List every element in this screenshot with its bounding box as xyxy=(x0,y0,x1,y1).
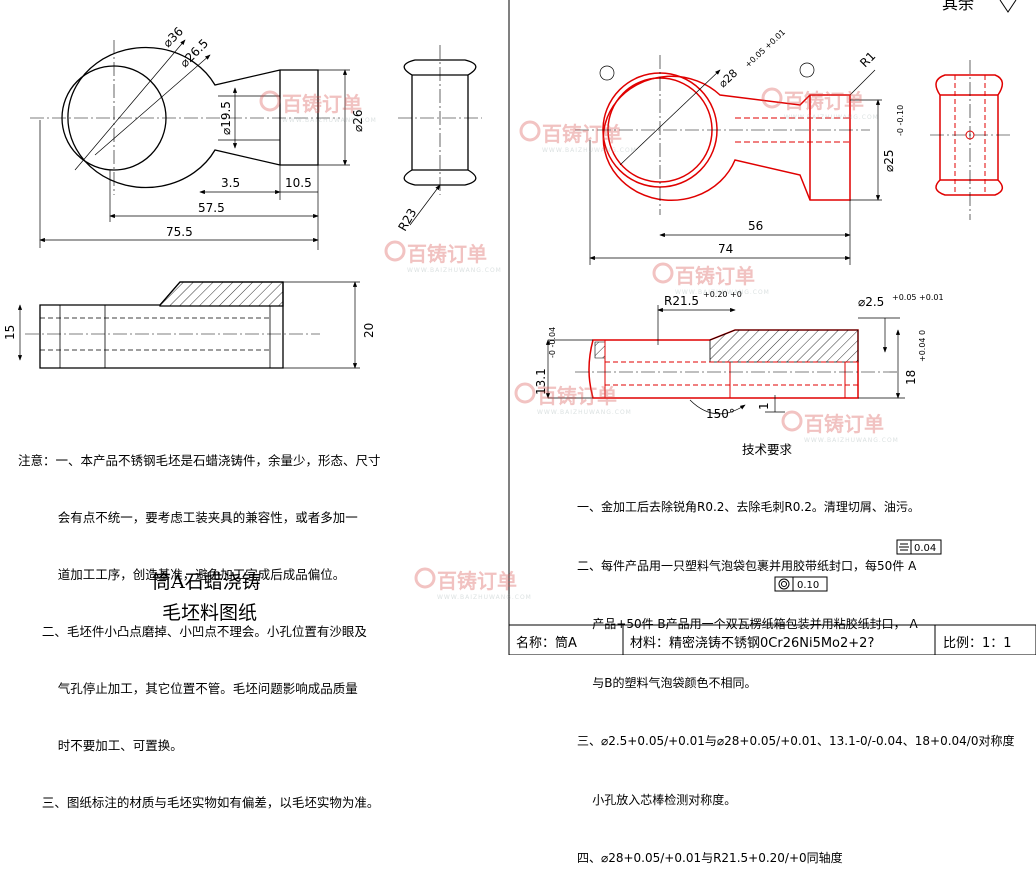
tb-name: 名称：筒A xyxy=(516,636,577,651)
dim-h20: 20 xyxy=(362,323,376,338)
dim-r215-tol: +0.20 +0 xyxy=(703,290,742,299)
dim-d28-tol: +0.05 +0.01 xyxy=(743,28,787,70)
drawing-sheet: ⌀36 ⌀26.5 ⌀19.5 ⌀26 3.5 10.5 57.5 75.5 R… xyxy=(3,0,1036,656)
note-line: 时不要加工、可置换。 xyxy=(18,738,183,753)
tech-line: 二、每件产品用一只塑料气泡袋包裹并用胶带纸封口，每50件 A xyxy=(577,558,917,573)
dim-d25h: ⌀2.5 xyxy=(858,295,884,309)
dim-l105: 10.5 xyxy=(285,176,312,190)
note-line: 会有点不统一，要考虑工装夹具的兼容性，或者多加一 xyxy=(18,510,358,525)
dim-l35: 3.5 xyxy=(221,176,240,190)
dim-d36: ⌀36 xyxy=(160,24,186,50)
coax-frame-value: 0.10 xyxy=(797,580,819,591)
tb-scale: 比例：1：1 xyxy=(943,636,1012,651)
tech-line: 四、⌀28+0.05/+0.01与R21.5+0.20/+0同轴度 xyxy=(577,851,843,865)
dim-l755: 75.5 xyxy=(166,225,193,239)
dim-l56: 56 xyxy=(748,219,763,233)
right-top-view xyxy=(602,72,851,202)
drawing-canvas: ⌀36 ⌀26.5 ⌀19.5 ⌀26 3.5 10.5 57.5 75.5 R… xyxy=(3,0,1036,656)
title-block-frame xyxy=(508,624,1036,656)
tech-line: 产品+50件 B产品用一个双瓦楞纸箱包装并用粘胶纸封口， A xyxy=(577,617,918,631)
dim-h18: 18 xyxy=(904,370,918,385)
tech-line: 与B的塑料气泡袋颜色不相同。 xyxy=(577,675,757,690)
tech-line: 三、⌀2.5+0.05/+0.01与⌀28+0.05/+0.01、13.1-0/… xyxy=(577,734,1015,748)
tb-material: 材料：精密浇铸不锈钢0Cr26Ni5Mo2+2? xyxy=(630,636,875,651)
coax-frame xyxy=(774,576,828,592)
dim-d26: ⌀26 xyxy=(351,110,365,133)
note-line: 三、图纸标注的材质与毛坯实物如有偏差，以毛坯实物为准。 xyxy=(18,795,380,810)
right-side-view xyxy=(935,74,1004,196)
dim-a150: 150° xyxy=(706,407,735,421)
left-title-2: 毛坯料图纸 xyxy=(162,602,258,624)
dim-r1: R1 xyxy=(857,49,878,70)
dim-h18-tol: +0.04 0 xyxy=(918,330,927,362)
dim-r23: R23 xyxy=(395,206,419,233)
dim-d25: ⌀25 xyxy=(882,150,896,173)
tech-block: 一、金加工后去除锐角R0.2、去除毛刺R0.2。清理切屑、油污。 二、每件产品用… xyxy=(577,459,1014,888)
tech-line: 小孔放入芯棒检测对称度。 xyxy=(577,792,737,807)
dim-h15: 15 xyxy=(3,325,17,340)
tech-line: 一、金加工后去除锐角R0.2、去除毛刺R0.2。清理切屑、油污。 xyxy=(577,500,920,514)
dim-r215: R21.5 xyxy=(664,294,699,308)
note-line: 注意：一、本产品不锈钢毛坯是石蜡浇铸件，余量少，形态、尺寸 xyxy=(18,453,381,468)
tech-title: 技术要求 xyxy=(742,442,793,457)
left-title-1: 筒A石蜡浇铸 xyxy=(152,571,261,593)
dim-d25-tol: -0 -0.10 xyxy=(896,105,905,136)
dim-h131: 13.1 xyxy=(534,368,548,395)
dim-l575: 57.5 xyxy=(198,201,225,215)
dim-d195: ⌀19.5 xyxy=(219,101,233,135)
note-line: 气孔停止加工，其它位置不管。毛坯问题影响成品质量 xyxy=(18,681,358,696)
dim-one: 1 xyxy=(757,402,771,410)
sym-frame xyxy=(896,539,942,555)
dim-l74: 74 xyxy=(718,242,733,256)
sym-frame-value: 0.04 xyxy=(914,543,936,554)
note-line: 二、毛坯件小凸点磨掉、小凹点不理会。小孔位置有沙眼及 xyxy=(18,624,367,639)
corner-note: 其余 xyxy=(942,0,974,13)
left-section-view xyxy=(39,281,284,369)
watermark-logo xyxy=(259,87,803,589)
note-line: 道加工工序，创造基准，避免加工完成后成品偏位。 xyxy=(18,567,346,582)
left-top-view xyxy=(61,46,319,189)
dim-h131-tol: -0 -0.04 xyxy=(548,327,557,358)
dim-d25h-tol: +0.05 +0.01 xyxy=(892,293,944,302)
